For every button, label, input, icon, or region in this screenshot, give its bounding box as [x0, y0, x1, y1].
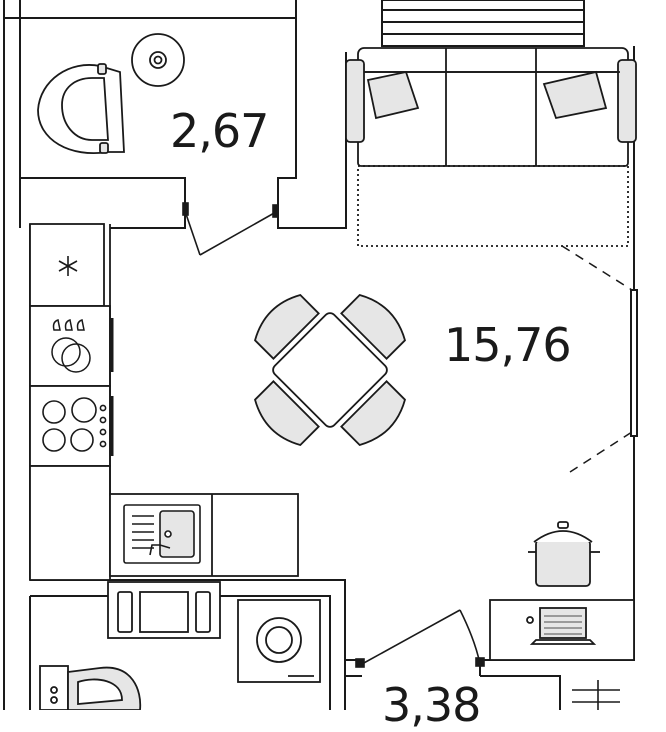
living-room-area-label: 15,76: [444, 318, 572, 372]
balcony-area-label: 2,67: [170, 104, 269, 158]
window-swing: [561, 245, 633, 473]
kitchen-sink: [123, 504, 201, 564]
bathroom-area-label: 3,38: [382, 678, 481, 732]
walls: [3, 0, 638, 710]
shelf-bottom-right: [572, 680, 620, 710]
armchair: [37, 63, 125, 154]
floor-plan: [3, 0, 638, 710]
cooktop: [42, 397, 107, 452]
desk: [489, 599, 635, 661]
side-table: [131, 33, 185, 87]
cooking-pot-icon: [528, 521, 600, 587]
bathroom-cabinet: [107, 581, 221, 639]
doors: [182, 202, 485, 668]
toilet-icon: [39, 665, 142, 710]
dining-set: [254, 294, 406, 446]
washing-machine-icon: [237, 599, 321, 683]
water-heater: [51, 319, 91, 373]
sofa: [345, 47, 637, 247]
snowflake-icon: [58, 256, 78, 276]
laptop-keys: [544, 615, 582, 635]
